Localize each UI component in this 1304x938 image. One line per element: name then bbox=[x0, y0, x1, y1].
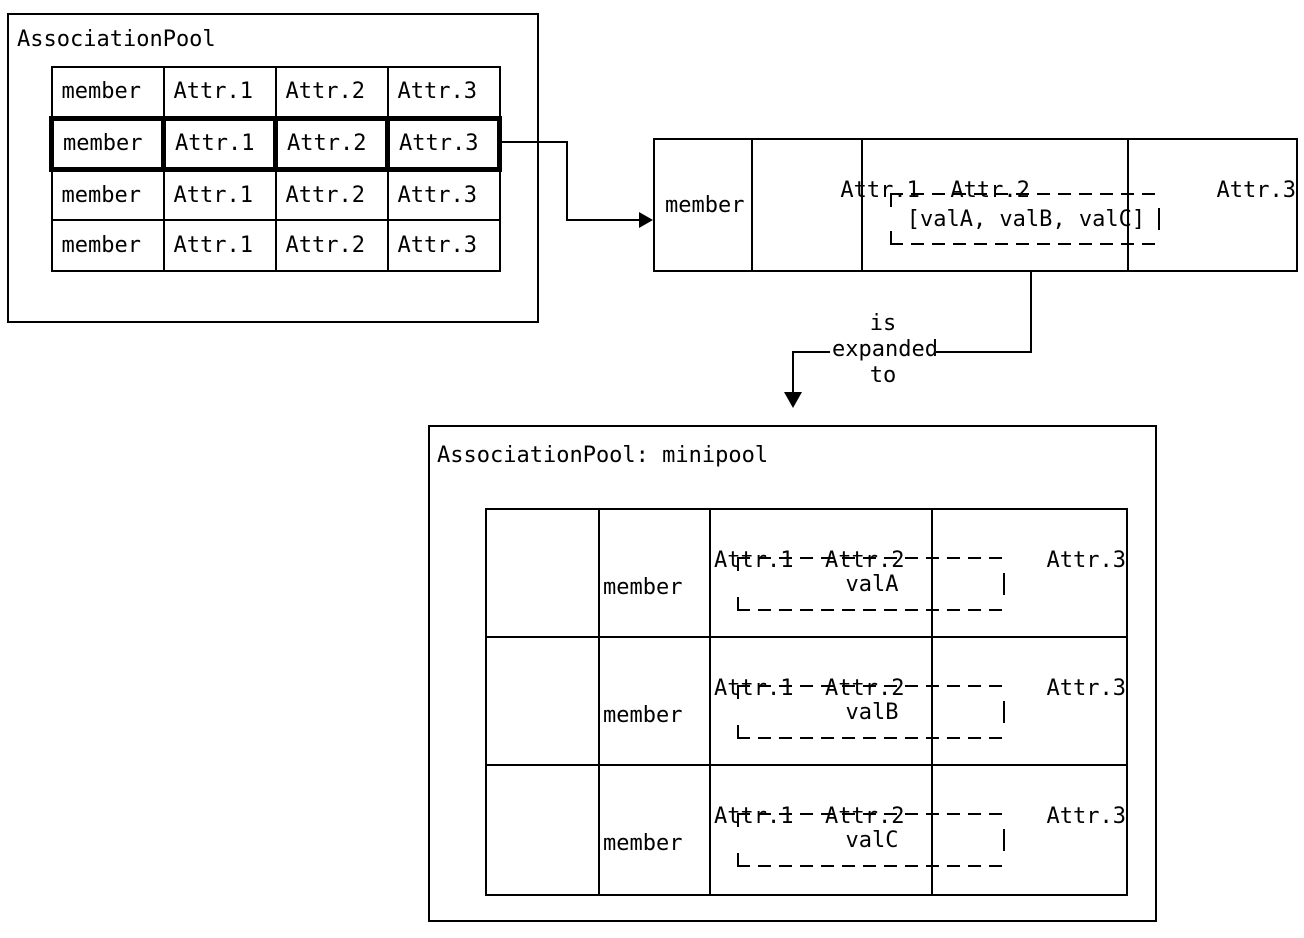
pool-cell-attr1: Attr.1 bbox=[162, 168, 277, 221]
expansion-label-line2: expanded bbox=[832, 337, 938, 362]
pool-table: member Attr.1 Attr.2 Attr.3 member Attr.… bbox=[49, 66, 502, 272]
pool-cell-attr3: Attr.3 bbox=[386, 66, 501, 119]
member-label: member bbox=[602, 831, 683, 856]
member-label: member bbox=[665, 192, 745, 218]
row-arrow-segment-v bbox=[566, 141, 568, 221]
pool-table-row: member Attr.1 Attr.2 Attr.3 bbox=[50, 219, 501, 272]
expansion-label-line3: to bbox=[869, 363, 897, 388]
attr2-value-box: valB bbox=[737, 685, 1007, 739]
pool-cell-attr2: Attr.2 bbox=[274, 219, 389, 272]
dash-tick-icon bbox=[1003, 573, 1005, 595]
attr3-label: Attr.3 bbox=[1046, 548, 1126, 573]
attr2-multivalue-box: [valA, valB, valC] bbox=[889, 193, 1162, 245]
pool-cell-attr1: Attr.1 bbox=[162, 219, 277, 272]
minipool-cell-attr1: Attr.1 bbox=[600, 510, 793, 636]
selected-cell-attr3: Attr.3 bbox=[1129, 140, 1296, 270]
attr3-label: Attr.3 bbox=[1216, 178, 1296, 203]
pool-cell-member: member bbox=[49, 115, 166, 172]
selected-cell-attr2: Attr.2 [valA, valB, valC] bbox=[863, 140, 1162, 270]
dash-tick-icon bbox=[1003, 701, 1005, 723]
minipool-title: AssociationPool: minipool bbox=[437, 443, 769, 468]
pool-cell-attr1: Attr.1 bbox=[162, 66, 277, 119]
minipool-cell-attr1: Attr.1 bbox=[600, 766, 793, 894]
expand-arrow-segment-v1 bbox=[1030, 271, 1032, 353]
pool-cell-attr3: Attr.3 bbox=[385, 115, 502, 172]
pool-cell-attr3: Attr.3 bbox=[386, 219, 501, 272]
minipool-cell-member: member bbox=[487, 510, 682, 636]
minipool-row: member Attr.1 Attr.2 valB Attr.3 bbox=[487, 638, 1126, 766]
pool-cell-member: member bbox=[50, 66, 165, 119]
attr2-value-text: valC bbox=[845, 827, 899, 853]
minipool-row: member Attr.1 Attr.2 valA Attr.3 bbox=[487, 510, 1126, 638]
minipool-cell-attr3: Attr.3 bbox=[933, 766, 1126, 894]
minipool-cell-attr3: Attr.3 bbox=[933, 510, 1126, 636]
attr3-label: Attr.3 bbox=[1046, 676, 1126, 701]
member-label: member bbox=[602, 703, 683, 728]
attr2-value-text: valB bbox=[845, 699, 899, 725]
expansion-label: is expanded to bbox=[830, 311, 938, 389]
row-arrow-segment-h2 bbox=[566, 219, 640, 221]
minipool-row: member Attr.1 Attr.2 valC Attr.3 bbox=[487, 766, 1126, 894]
pool-table-row-highlighted: member Attr.1 Attr.2 Attr.3 bbox=[49, 115, 502, 172]
attr2-value-text: valA bbox=[845, 571, 899, 597]
minipool-cell-member: member bbox=[487, 766, 682, 894]
row-arrow-segment-h1 bbox=[502, 141, 568, 143]
attr2-value-box: valA bbox=[737, 557, 1007, 611]
pool-cell-attr1: Attr.1 bbox=[161, 115, 278, 172]
minipool-cell-member: member bbox=[487, 638, 682, 764]
pool-cell-member: member bbox=[50, 219, 165, 272]
minipool-cell-attr3: Attr.3 bbox=[933, 638, 1126, 764]
pool-cell-attr2: Attr.2 bbox=[274, 168, 389, 221]
pool-cell-attr2: Attr.2 bbox=[274, 66, 389, 119]
association-pool-title: AssociationPool bbox=[17, 27, 216, 52]
expand-arrow-segment-v2 bbox=[792, 351, 794, 393]
pool-table-row: member Attr.1 Attr.2 Attr.3 bbox=[50, 66, 501, 119]
dash-tick-icon bbox=[1003, 829, 1005, 851]
minipool-cell-attr2: Attr.2 valC bbox=[711, 766, 1007, 894]
pool-table-row: member Attr.1 Attr.2 Attr.3 bbox=[50, 168, 501, 221]
minipool-cell-attr2: Attr.2 valA bbox=[711, 510, 1007, 636]
dash-tick-icon bbox=[1157, 208, 1160, 230]
selected-cell-member: member bbox=[655, 140, 753, 270]
pool-cell-member: member bbox=[50, 168, 165, 221]
minipool-cell-attr1: Attr.1 bbox=[600, 638, 793, 764]
minipool-table: member Attr.1 Attr.2 valA Attr.3 member bbox=[485, 508, 1128, 896]
arrow-right-icon bbox=[639, 212, 653, 228]
selected-row-table: member Attr.1 Attr.2 [valA, valB, valC] … bbox=[653, 138, 1298, 272]
expansion-label-line1: is bbox=[869, 311, 897, 336]
minipool-cell-attr2: Attr.2 valB bbox=[711, 638, 1007, 764]
pool-cell-attr3: Attr.3 bbox=[386, 168, 501, 221]
attr3-label: Attr.3 bbox=[1046, 804, 1126, 829]
member-label: member bbox=[602, 575, 683, 600]
attr2-multivalue-text: [valA, valB, valC] bbox=[906, 206, 1146, 232]
arrow-down-icon bbox=[784, 392, 802, 408]
attr2-value-box: valC bbox=[737, 813, 1007, 867]
pool-cell-attr2: Attr.2 bbox=[273, 115, 390, 172]
selected-cell-attr1: Attr.1 bbox=[753, 140, 920, 270]
